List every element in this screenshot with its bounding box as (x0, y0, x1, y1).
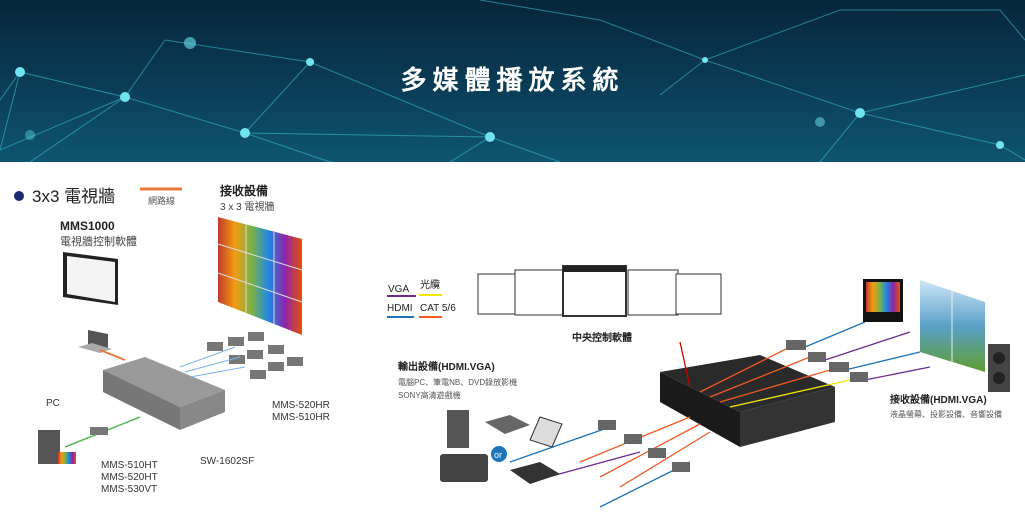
left-heading: 3x3 電視牆 (32, 187, 115, 206)
legend-label: HDMI (387, 303, 413, 314)
output-desc: 電腦PC、筆電NB、DVD錄放影機 (398, 377, 517, 387)
switch-icon (660, 355, 835, 412)
receiver-desc: 液晶螢幕、投影設備、音響設備 (890, 409, 1002, 419)
transmitter-icon (90, 427, 108, 435)
pc-icon (38, 430, 60, 464)
left-diagram: 3x3 電視牆 網路線 MMS1000 電視牆控制軟體 接收設備 3 x 3 電… (14, 183, 330, 495)
cable-legend-label: 網路線 (148, 195, 175, 206)
receiver-boxes (207, 332, 303, 379)
pc-label: PC (46, 398, 60, 409)
transmitter-model: MMS-520HT (101, 472, 158, 483)
receiver-model: MMS-510HR (272, 412, 330, 423)
legend-label: VGA (388, 284, 409, 295)
system-diagram: 3x3 電視牆 網路線 MMS1000 電視牆控制軟體 接收設備 3 x 3 電… (14, 183, 1010, 508)
switch-model: SW-1602SF (200, 456, 254, 467)
output-title: 輸出設備(HDMI.VGA) (398, 360, 495, 373)
receiver-sub: 3 x 3 電視牆 (220, 200, 274, 213)
legend-label: CAT 5/6 (420, 303, 456, 314)
central-software-label: 中央控制軟體 (572, 331, 632, 344)
software-screens (477, 265, 722, 317)
software-desc: 電視牆控制軟體 (60, 234, 137, 248)
or-badge (491, 446, 507, 462)
laptop-icon (529, 416, 563, 448)
dvd-player-icon (485, 415, 530, 434)
video-wall-icon (218, 217, 302, 335)
or-label: or (494, 450, 502, 460)
receiver-title: 接收設備(HDMI.VGA) (890, 393, 987, 406)
page-title: 多媒體播放系統 (400, 66, 625, 96)
network-pattern (0, 0, 1025, 162)
banner: 多媒體播放系統 (0, 0, 1025, 162)
pc-icon (447, 410, 469, 448)
legend-label: 光纜 (420, 278, 440, 291)
transmitter-model: MMS-510HT (101, 460, 158, 471)
bullet-icon (14, 191, 24, 201)
transmitter-model: MMS-530VT (101, 484, 157, 495)
extender-boxes (598, 340, 868, 472)
right-diagram: VGA 光纜 HDMI CAT 5/6 中央控制軟體 輸出設備(HDMI.VGA… (387, 265, 1010, 508)
receiver-title: 接收設備 (220, 183, 268, 198)
switch-icon (103, 357, 225, 407)
receiver-model: MMS-520HR (272, 400, 330, 411)
output-desc: SONY高清遊戲機 (398, 390, 461, 400)
software-model: MMS1000 (60, 219, 115, 233)
speaker-icon (988, 344, 1010, 392)
projector-icon (440, 454, 488, 482)
game-console-icon (510, 462, 560, 484)
